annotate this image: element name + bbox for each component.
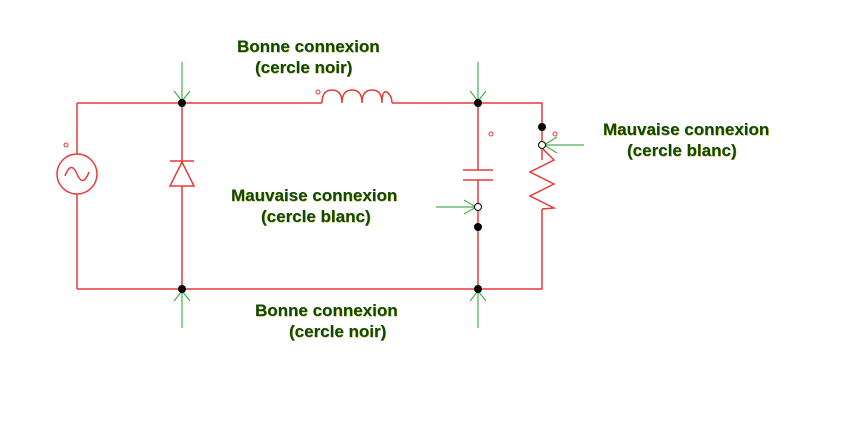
ac-source-icon — [56, 153, 98, 195]
label-line2: (cercle noir) — [289, 322, 387, 341]
label-line1: Bonne connexion — [255, 301, 398, 320]
arrow-top-diode — [173, 62, 191, 102]
resistor-icon — [528, 147, 557, 210]
polarity-marker — [488, 131, 494, 137]
label-line1: Bonne connexion — [237, 37, 380, 56]
label-line2: (cercle blanc) — [261, 207, 371, 226]
label-line1: Mauvaise connexion — [231, 186, 398, 205]
label-middle-bad: Mauvaise connexion (cercle blanc) — [231, 185, 397, 227]
polarity-marker — [552, 131, 558, 137]
label-line2: (cercle blanc) — [627, 141, 737, 160]
wire-bottom — [77, 209, 543, 290]
good-node — [474, 99, 482, 107]
ac-source-wave — [64, 166, 90, 182]
polarity-marker — [315, 89, 321, 95]
arrow-middle-bad — [436, 199, 478, 215]
good-node — [178, 285, 186, 293]
good-node — [474, 285, 482, 293]
inductor-icon — [321, 89, 393, 104]
arrow-top-cap — [469, 62, 487, 102]
good-node — [178, 99, 186, 107]
good-node — [474, 223, 482, 231]
capacitor-icon — [463, 169, 493, 181]
label-line1: Mauvaise connexion — [603, 120, 770, 139]
bad-node — [474, 203, 482, 211]
label-top-good: Bonne connexion (cercle noir) — [237, 36, 380, 78]
bad-node — [538, 141, 546, 149]
diode-icon — [168, 160, 196, 187]
wire-top-right — [392, 102, 543, 138]
label-bottom-good: Bonne connexion (cercle noir) — [255, 300, 398, 342]
label-line2: (cercle noir) — [255, 58, 353, 77]
arrow-bottom-diode — [173, 290, 191, 328]
good-node — [538, 123, 546, 131]
arrow-right-bad — [542, 136, 584, 154]
label-right-bad: Mauvaise connexion (cercle blanc) — [603, 119, 769, 161]
arrow-bottom-cap — [469, 290, 487, 328]
polarity-marker — [63, 142, 69, 148]
